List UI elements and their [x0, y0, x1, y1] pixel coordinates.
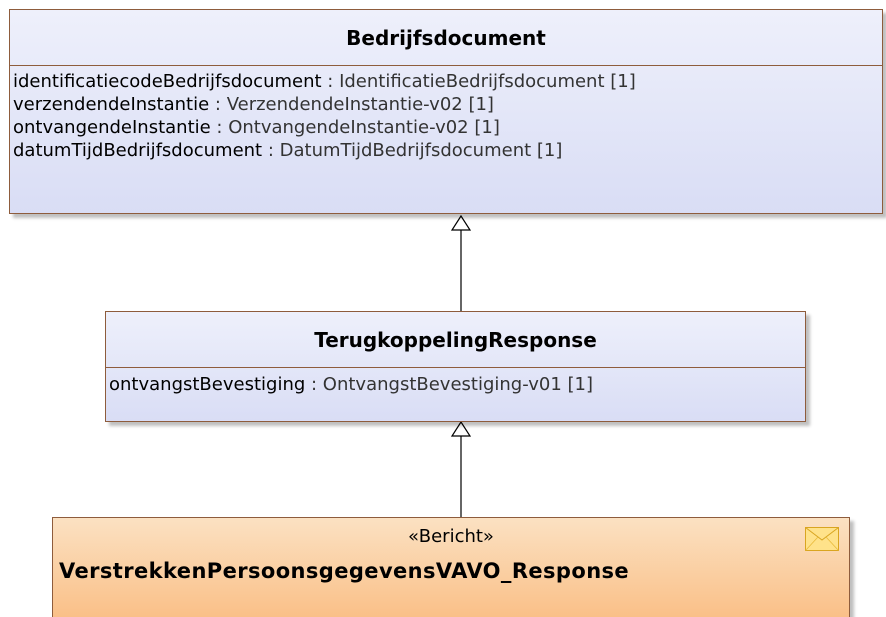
generalization-bericht-to-terug: [450, 420, 472, 517]
attribute-row[interactable]: ontvangstBevestiging : OntvangstBevestig…: [109, 373, 805, 396]
attribute-type: : OntvangstBevestiging-v01 [1]: [305, 374, 594, 395]
attribute-name: identificatiecodeBedrijfsdocument: [13, 71, 322, 92]
attribute-type: : VerzendendeInstantie-v02 [1]: [209, 94, 494, 115]
class-name: Bedrijfsdocument: [10, 10, 882, 66]
attribute-row[interactable]: ontvangendeInstantie : OntvangendeInstan…: [13, 116, 882, 139]
attribute-name: datumTijdBedrijfsdocument: [13, 140, 263, 161]
attribute-list: identificatiecodeBedrijfsdocument : Iden…: [10, 66, 882, 162]
class-bedrijfsdocument[interactable]: Bedrijfsdocument identificatiecodeBedrij…: [9, 9, 883, 214]
attribute-type: : OntvangendeInstantie-v02 [1]: [210, 117, 500, 138]
class-name: TerugkoppelingResponse: [106, 312, 805, 368]
stereotype-label: «Bericht»: [408, 526, 494, 547]
attribute-name: ontvangendeInstantie: [13, 117, 211, 138]
class-bericht-response[interactable]: «Bericht» VerstrekkenPersoonsgegevensVAV…: [52, 517, 850, 617]
attribute-type: : DatumTijdBedrijfsdocument [1]: [262, 140, 563, 161]
generalization-terug-to-bedrijf: [450, 214, 472, 311]
class-terugkoppelingresponse[interactable]: TerugkoppelingResponse ontvangstBevestig…: [105, 311, 806, 422]
attribute-name: ontvangstBevestiging: [109, 374, 306, 395]
inheritance-arrowhead: [450, 214, 472, 231]
envelope-icon: [805, 527, 839, 551]
attribute-list: ontvangstBevestiging : OntvangstBevestig…: [106, 368, 805, 396]
generalization-connectors: [450, 214, 472, 517]
inheritance-arrowhead: [450, 420, 472, 437]
class-name: VerstrekkenPersoonsgegevensVAVO_Response: [59, 559, 630, 583]
attribute-row[interactable]: datumTijdBedrijfsdocument : DatumTijdBed…: [13, 139, 882, 162]
attribute-type: : IdentificatieBedrijfsdocument [1]: [321, 71, 636, 92]
attribute-row[interactable]: verzendendeInstantie : VerzendendeInstan…: [13, 93, 882, 116]
attribute-row[interactable]: identificatiecodeBedrijfsdocument : Iden…: [13, 70, 882, 93]
attribute-name: verzendendeInstantie: [13, 94, 210, 115]
